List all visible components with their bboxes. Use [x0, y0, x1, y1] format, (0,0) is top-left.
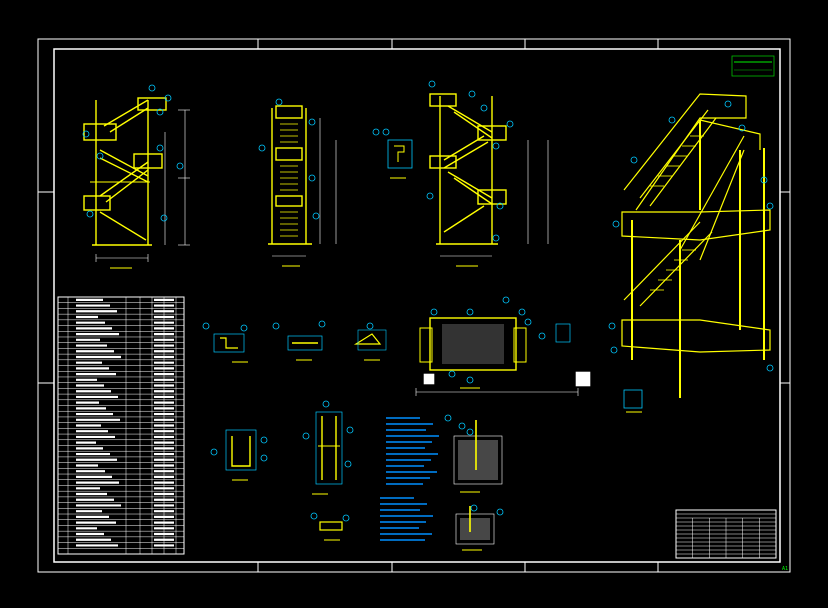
sheet-mark: A1 [782, 566, 788, 572]
rear-elevation [426, 80, 549, 267]
sheet-border [37, 38, 791, 573]
inner-frame [53, 48, 781, 563]
detail-d [353, 322, 387, 361]
general-notes-lower [380, 497, 433, 541]
detail-e [210, 429, 268, 481]
material-table-frame [57, 296, 185, 555]
detail-a [372, 128, 413, 179]
material-table [57, 296, 185, 555]
front-elevation [82, 84, 190, 269]
detail-f [302, 400, 354, 495]
detail-i [455, 504, 504, 551]
title-block [675, 509, 777, 559]
detail-c [272, 320, 326, 361]
detail-b [202, 322, 248, 363]
zone-ticks [38, 39, 790, 572]
detail-g [310, 512, 350, 541]
outer-frame [37, 38, 791, 573]
detail-h [444, 414, 503, 493]
iso-title-box [731, 55, 775, 77]
plan-view [415, 296, 591, 396]
general-notes-upper [386, 417, 439, 485]
isometric-view [608, 55, 775, 413]
side-elevation [258, 98, 337, 267]
